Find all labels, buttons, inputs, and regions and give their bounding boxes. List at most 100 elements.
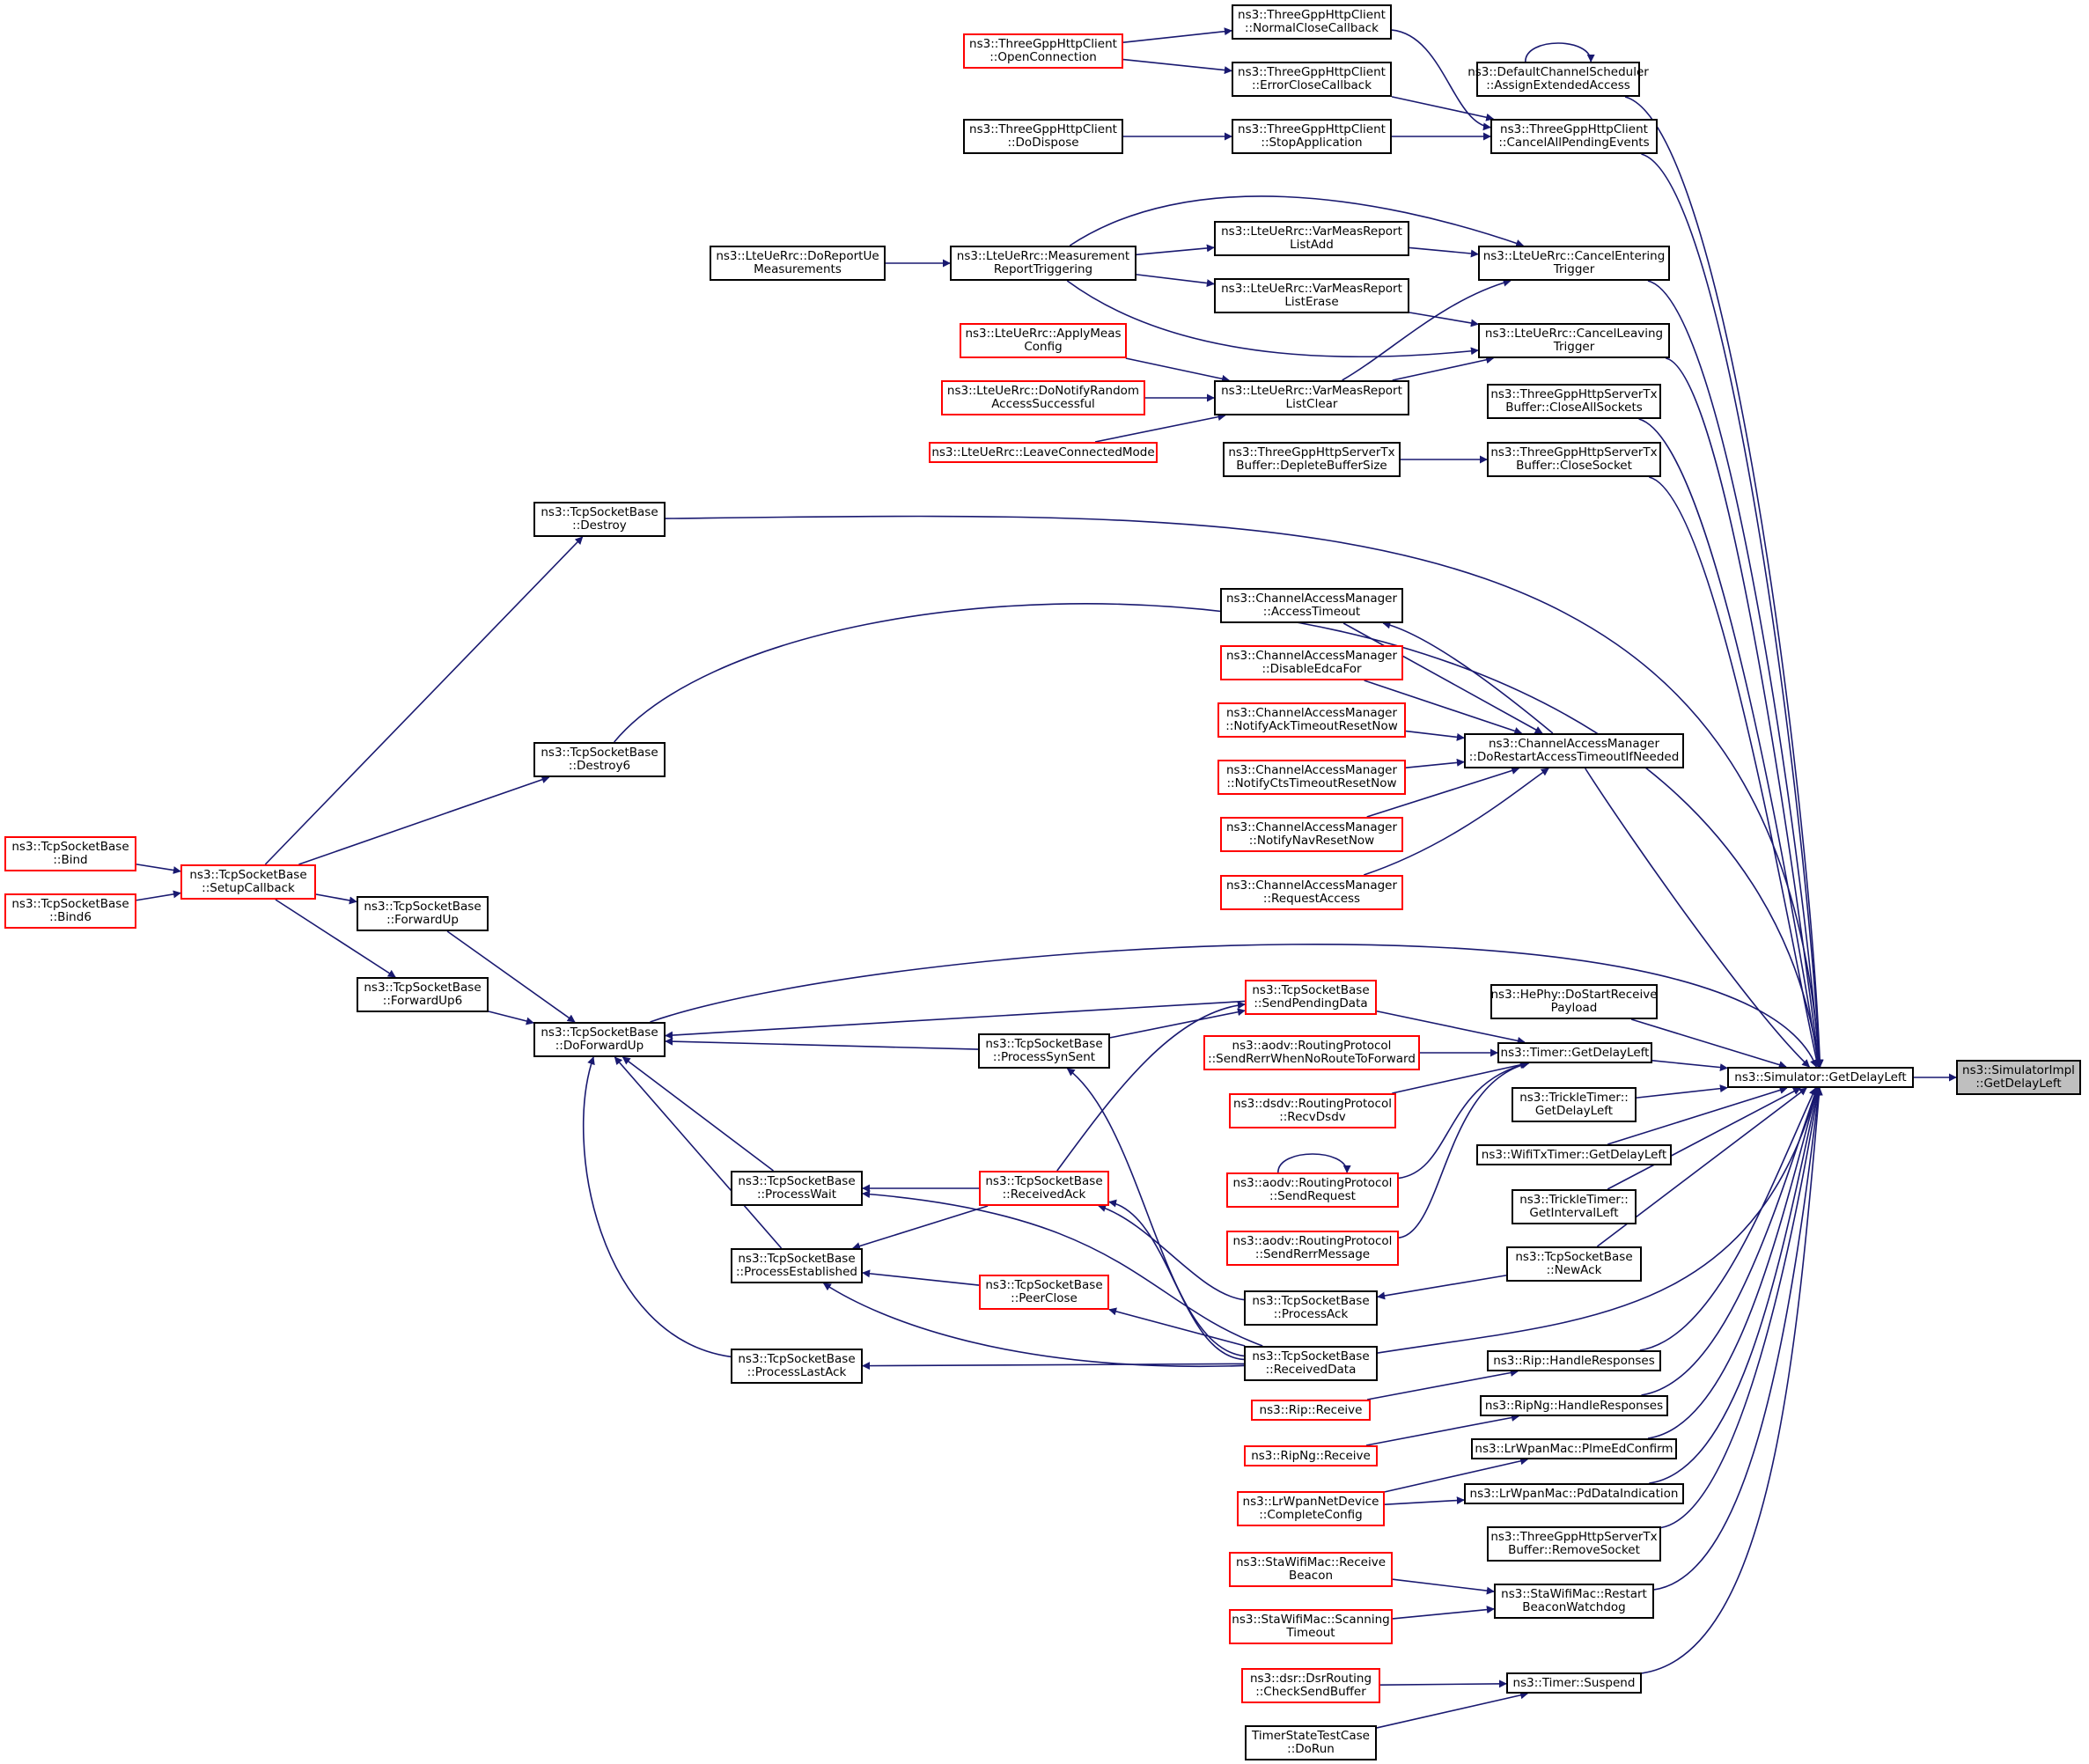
node-simulator-getdelayleft[interactable]: ns3::Simulator::GetDelayLeft [1727,1067,1914,1088]
node-trickle-getintervalleft[interactable]: ns3::TrickleTimer::GetIntervalLeft [1512,1189,1637,1224]
node-ripng-receive[interactable]: ns3::RipNg::Receive [1244,1445,1378,1466]
node-label-line1: ns3::TcpSocketBase [985,1174,1103,1188]
node-bind6[interactable]: ns3::TcpSocketBase::Bind6 [4,893,136,929]
node-aodv-send-request[interactable]: ns3::aodv::RoutingProtocol::SendRequest [1226,1172,1399,1208]
node-process-ack[interactable]: ns3::TcpSocketBase::ProcessAck [1244,1290,1378,1326]
edge-AccessTimeout-to-DoRestartAccessTimeout [1342,622,1543,734]
node-destroy6[interactable]: ns3::TcpSocketBase::Destroy6 [533,742,666,777]
node-process-established[interactable]: ns3::TcpSocketBase::ProcessEstablished [731,1248,863,1283]
node-process-wait[interactable]: ns3::TcpSocketBase::ProcessWait [731,1171,863,1206]
node-timerstatetestcase-dorun[interactable]: TimerStateTestCase::DoRun [1245,1725,1377,1760]
node-label-line1: ns3::LteUeRrc::VarMeasReport [1221,224,1402,239]
node-ripng-handle-responses[interactable]: ns3::RipNg::HandleResponses [1480,1395,1668,1416]
node-process-syn-sent[interactable]: ns3::TcpSocketBase::ProcessSynSent [978,1033,1110,1069]
node-label-line1: ns3::ThreeGppHttpClient [1238,65,1386,79]
node-rip-receive[interactable]: ns3::Rip::Receive [1251,1400,1371,1421]
node-label-line2: ::SendRerrWhenNoRouteToForward [1208,1052,1416,1066]
node-plme-ed-confirm[interactable]: ns3::LrWpanMac::PlmeEdConfirm [1471,1438,1677,1459]
node-error-close-callback[interactable]: ns3::ThreeGppHttpClient::ErrorCloseCallb… [1232,62,1392,97]
node-send-pending-data[interactable]: ns3::TcpSocketBase::SendPendingData [1245,980,1377,1015]
node-open-connection[interactable]: ns3::ThreeGppHttpClient::OpenConnection [963,33,1123,69]
node-trickle-getdelayleft[interactable]: ns3::TrickleTimer::GetDelayLeft [1512,1087,1637,1122]
node-complete-config[interactable]: ns3::LrWpanNetDevice::CompleteConfig [1237,1491,1385,1526]
node-assign-extended-access[interactable]: ns3::DefaultChannelScheduler::AssignExte… [1467,62,1649,97]
node-wifitxtimer-getdelayleft[interactable]: ns3::WifiTxTimer::GetDelayLeft [1476,1144,1672,1165]
node-timer-suspend[interactable]: ns3::Timer::Suspend [1506,1672,1642,1694]
node-cancel-all-pending-events[interactable]: ns3::ThreeGppHttpClient::CancelAllPendin… [1490,119,1658,154]
node-label-line1: ns3::StaWifiMac::Receive [1235,1555,1386,1569]
node-label-line1: ns3::LteUeRrc::VarMeasReport [1221,384,1402,398]
node-bind[interactable]: ns3::TcpSocketBase::Bind [4,836,136,871]
node-dsdv-recv-dsdv[interactable]: ns3::dsdv::RoutingProtocol::RecvDsdv [1229,1093,1396,1128]
edge-NormalCloseCallback-to-CancelAllPendingEvents [1391,29,1491,131]
edge-ReceivedData-to-SimulatorGetDelayLeft [1377,1087,1820,1354]
edge-MeasurementReportTriggering-to-VarMeasReportListAdd [1136,244,1215,256]
node-label-line1: ns3::ChannelAccessManager [1488,737,1660,751]
node-label-line2: ::DoDispose [1007,136,1079,150]
node-forward-up[interactable]: ns3::TcpSocketBase::ForwardUp [357,896,489,931]
node-request-access[interactable]: ns3::ChannelAccessManager::RequestAccess [1220,875,1403,910]
node-label-line1: ns3::TrickleTimer:: [1519,1193,1629,1207]
node-notify-ack-timeout-reset-now[interactable]: ns3::ChannelAccessManager::NotifyAckTime… [1217,702,1406,738]
node-label-line1: ns3::ThreeGppHttpClient [969,122,1117,136]
node-label-line1: ns3::Rip::Receive [1259,1402,1363,1417]
node-notify-nav-reset-now[interactable]: ns3::ChannelAccessManager::NotifyNavRese… [1220,817,1403,852]
edge-SetupCallback-to-ForwardUp6 [275,899,396,978]
node-forward-up6[interactable]: ns3::TcpSocketBase::ForwardUp6 [357,977,489,1012]
node-do-restart-access-timeout[interactable]: ns3::ChannelAccessManager::DoRestartAcce… [1464,733,1684,768]
node-label-line1: ns3::ThreeGppHttpClient [1500,122,1648,136]
node-label-line2: ::NewAck [1546,1263,1602,1277]
edge-LeaveConnectedMode-to-VarMeasReportListClear [1094,413,1226,443]
node-pd-data-indication[interactable]: ns3::LrWpanMac::PdDataIndication [1464,1483,1684,1504]
node-stop-application[interactable]: ns3::ThreeGppHttpClient::StopApplication [1232,119,1392,154]
node-label-line2: Measurements [754,262,842,276]
node-access-timeout[interactable]: ns3::ChannelAccessManager::AccessTimeout [1220,588,1403,623]
node-aodv-send-rerr-message[interactable]: ns3::aodv::RoutingProtocol::SendRerrMess… [1226,1231,1399,1266]
node-setup-callback[interactable]: ns3::TcpSocketBase::SetupCallback [180,864,316,900]
node-simulatorimpl-getdelayleft[interactable]: ns3::SimulatorImpl::GetDelayLeft [1956,1060,2081,1095]
node-send-rerr-when-no-route[interactable]: ns3::aodv::RoutingProtocol::SendRerrWhen… [1203,1035,1420,1070]
node-http-do-dispose[interactable]: ns3::ThreeGppHttpClient::DoDispose [963,119,1123,154]
node-new-ack[interactable]: ns3::TcpSocketBase::NewAck [1506,1246,1642,1282]
node-timer-getdelayleft[interactable]: ns3::Timer::GetDelayLeft [1497,1042,1652,1063]
node-peer-close[interactable]: ns3::TcpSocketBase::PeerClose [979,1275,1109,1310]
node-check-send-buffer[interactable]: ns3::dsr::DsrRouting::CheckSendBuffer [1241,1668,1380,1703]
node-received-ack[interactable]: ns3::TcpSocketBase::ReceivedAck [979,1171,1109,1206]
node-do-forward-up[interactable]: ns3::TcpSocketBase::DoForwardUp [533,1022,666,1057]
node-label-line1: ns3::dsdv::RoutingProtocol [1233,1097,1392,1111]
node-leave-connected-mode[interactable]: ns3::LteUeRrc::LeaveConnectedMode [929,442,1158,463]
node-disable-edca-for[interactable]: ns3::ChannelAccessManager::DisableEdcaFo… [1220,645,1403,680]
node-label-line1: ns3::ChannelAccessManager [1225,820,1398,834]
node-received-data[interactable]: ns3::TcpSocketBase::ReceivedData [1244,1346,1378,1381]
node-label-line2: ::DoForwardUp [555,1039,644,1053]
node-label-line1: ns3::ThreeGppHttpClient [969,37,1117,51]
node-label-line1: ns3::StaWifiMac::Scanning [1232,1613,1390,1627]
node-label-line2: Config [1024,340,1063,354]
node-label-line2: ::ProcessWait [756,1187,837,1202]
node-process-last-ack[interactable]: ns3::TcpSocketBase::ProcessLastAck [731,1349,863,1384]
edge-CancelLeavingTrigger-to-SimulatorGetDelayLeft [1666,357,1822,1068]
node-destroy[interactable]: ns3::TcpSocketBase::Destroy [533,502,666,537]
edge-ProcessWait-to-DoForwardUp [622,1056,774,1172]
node-normal-close-callback[interactable]: ns3::ThreeGppHttpClient::NormalCloseCall… [1232,4,1392,40]
node-notify-cts-timeout-reset-now[interactable]: ns3::ChannelAccessManager::NotifyCtsTime… [1217,760,1406,795]
node-rip-handle-responses[interactable]: ns3::Rip::HandleResponses [1487,1350,1661,1371]
node-label-line2: ::NotifyCtsTimeoutResetNow [1226,776,1397,790]
